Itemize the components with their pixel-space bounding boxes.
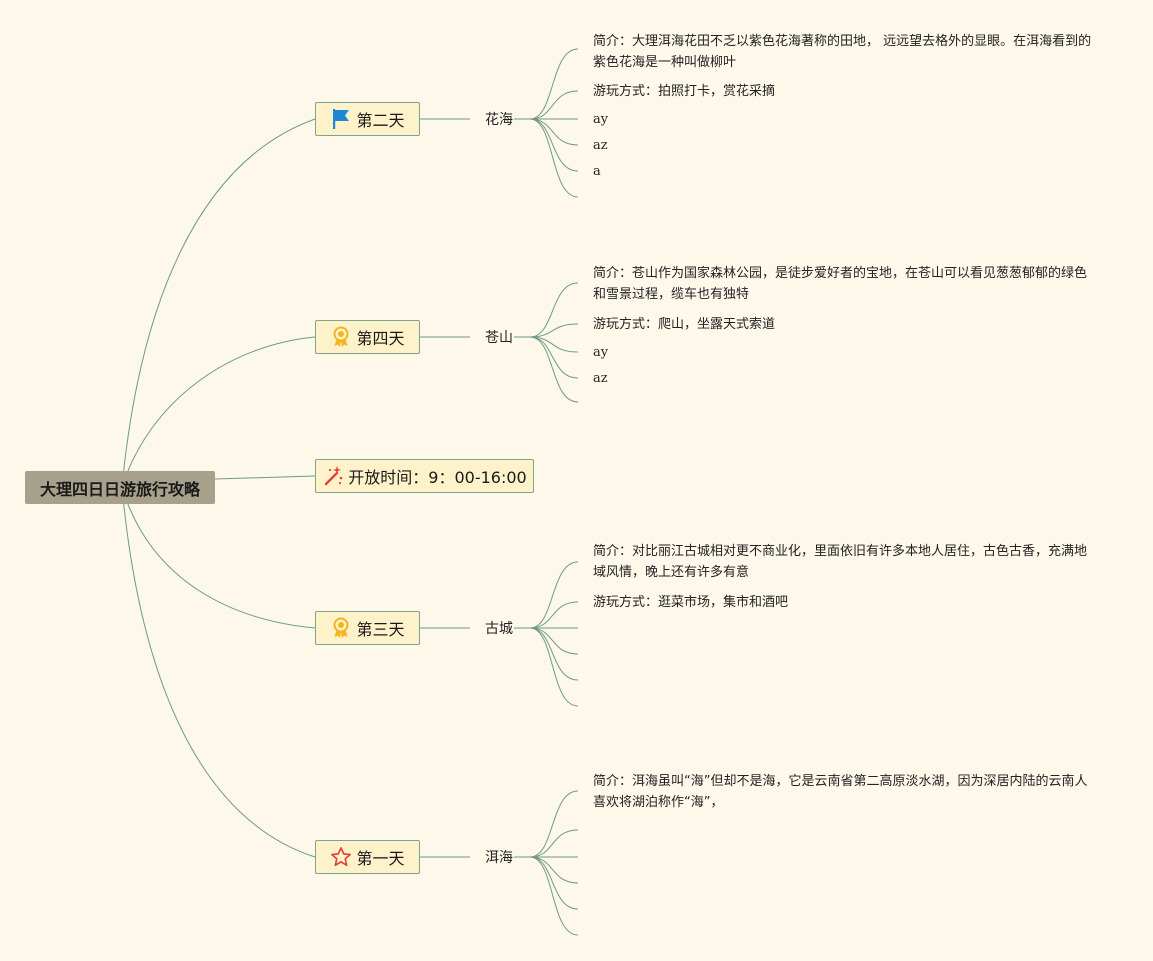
connector-root-day-2 — [121, 118, 316, 488]
leaf-item[interactable]: az — [593, 138, 608, 153]
connector-leaf — [529, 627, 579, 655]
branch-label: 开放时间：9：00-16:00 — [348, 468, 527, 487]
connector-root-day-3 — [121, 486, 316, 629]
subtopic-erhai[interactable]: 洱海 — [485, 850, 513, 866]
connector-leaf — [529, 118, 579, 198]
connector-leaf — [529, 627, 579, 681]
root-topic[interactable]: 大理四日日游旅行攻略 — [25, 471, 215, 504]
leaf-play-style[interactable]: 游玩方式：拍照打卡，赏花采摘 — [593, 84, 776, 99]
connector-leaf — [529, 561, 579, 629]
star-icon — [330, 846, 352, 868]
connector-leaf — [529, 48, 579, 120]
subtopic-old-town[interactable]: 古城 — [485, 621, 513, 637]
leaf-intro[interactable]: 简介：大理洱海花田不乏以紫色花海著称的田地， 远远望去格外的显眼。在洱海看到的紫… — [593, 34, 1092, 70]
connector-leaf — [529, 336, 579, 379]
branch-label: 第一天 — [356, 849, 405, 868]
leaf-intro[interactable]: 简介：洱海虽叫“海”但却不是海，它是云南省第二高原淡水湖，因为深居内陆的云南人喜… — [593, 774, 1088, 810]
leaf-play-style[interactable]: 游玩方式：逛菜市场，集市和酒吧 — [593, 595, 789, 610]
connector-leaf — [529, 627, 579, 707]
leaf-item[interactable]: a — [593, 164, 601, 179]
connector-root-opening-hours — [214, 475, 316, 480]
leaf-intro[interactable]: 简介：苍山作为国家森林公园，是徒步爱好者的宝地，在苍山可以看见葱葱郁郁的绿色和雪… — [593, 266, 1088, 302]
branch-label: 第三天 — [356, 620, 405, 639]
connector-leaf — [529, 323, 579, 338]
leaf-item[interactable]: az — [593, 371, 608, 386]
leaf-play-style[interactable]: 游玩方式：爬山，坐露天式索道 — [593, 317, 776, 332]
connector-root-day-4 — [121, 336, 316, 488]
connector-leaf — [529, 856, 579, 884]
branch-day-4[interactable]: 第四天 — [315, 320, 420, 354]
flag-icon — [330, 108, 352, 130]
connector-leaf — [529, 790, 579, 858]
leaf-intro[interactable]: 简介：对比丽江古城相对更不商业化，里面依旧有许多本地人居住，古色古香，充满地域风… — [593, 544, 1088, 580]
connector-leaf — [529, 601, 579, 629]
subtopic-cangshan[interactable]: 苍山 — [485, 330, 513, 346]
leaf-item[interactable]: ay — [593, 345, 609, 360]
branch-day-1[interactable]: 第一天 — [315, 840, 420, 874]
connector-leaf — [529, 856, 579, 910]
leaf-item[interactable]: ay — [593, 112, 609, 127]
connector-leaf — [529, 336, 579, 403]
medal-icon — [330, 326, 352, 348]
medal-icon — [330, 617, 352, 639]
connector-leaf — [529, 118, 579, 146]
sparkle-wand-icon — [322, 465, 344, 487]
connector-leaf — [529, 829, 579, 858]
connector-root-day-1 — [121, 486, 316, 858]
connector-leaf — [529, 856, 579, 936]
branch-label: 第二天 — [356, 111, 405, 130]
branch-day-2[interactable]: 第二天 — [315, 102, 420, 136]
connector-leaf — [529, 282, 579, 338]
branch-day-3[interactable]: 第三天 — [315, 611, 420, 645]
subtopic-flower-sea[interactable]: 花海 — [485, 112, 513, 128]
branch-label: 第四天 — [356, 329, 405, 348]
connector-leaf — [529, 336, 579, 353]
connector-leaf — [529, 118, 579, 172]
connector-leaf — [529, 90, 579, 120]
branch-opening-hours[interactable]: 开放时间：9：00-16:00 — [315, 459, 534, 493]
